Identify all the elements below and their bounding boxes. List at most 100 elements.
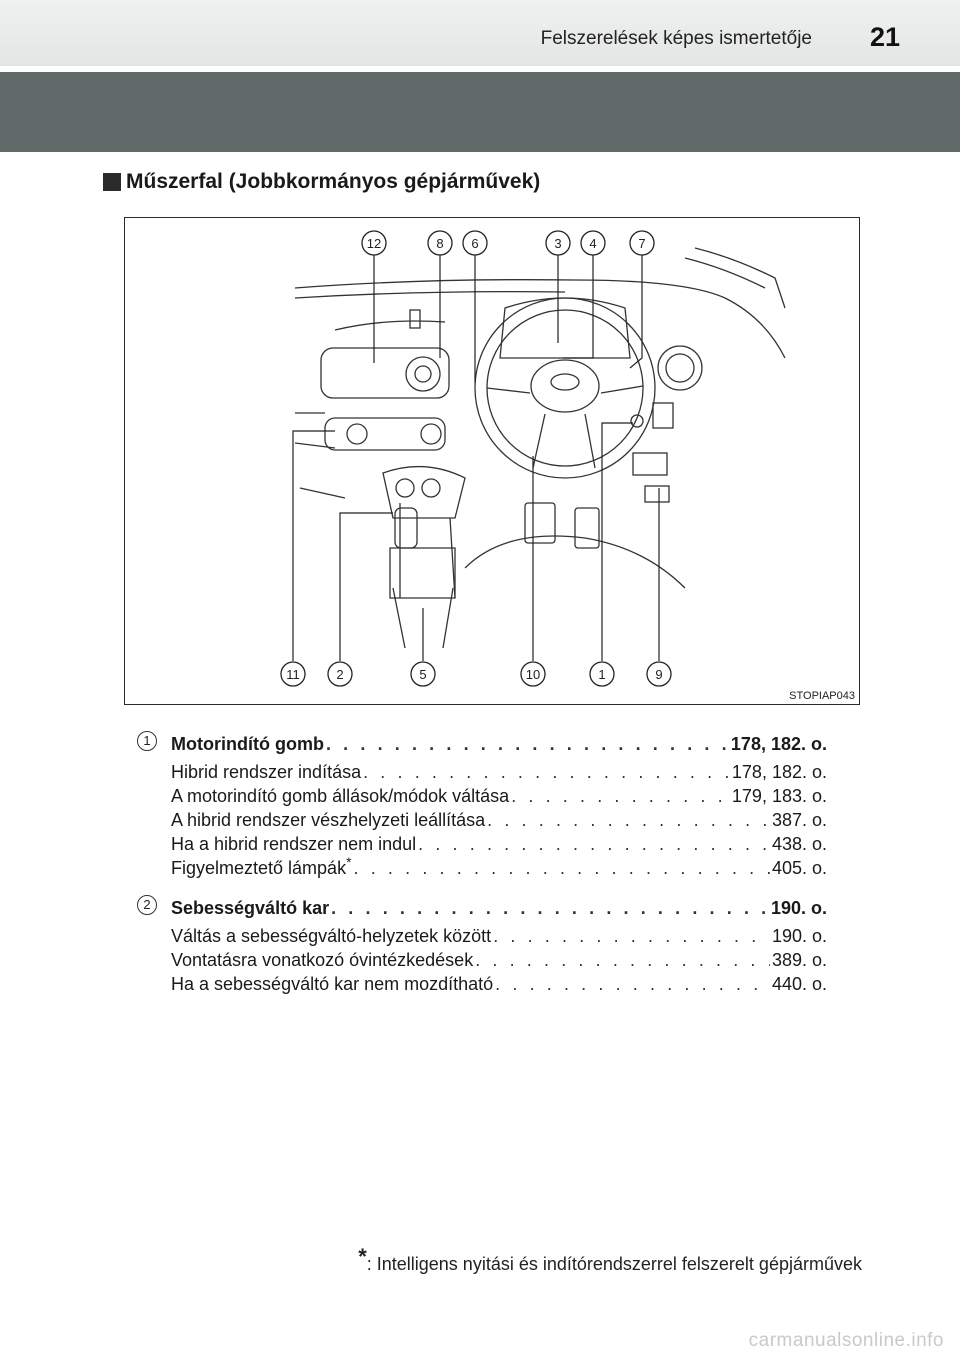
item-pages: 178, 182. o. <box>731 762 827 782</box>
callout-7: 7 <box>629 230 655 256</box>
item-pages: 438. o. <box>771 834 827 854</box>
entry-item: Vontatásra vonatkozó óvintézkedések . . … <box>171 949 827 971</box>
leader-dots: . . . . . . . . . . . . . . . . . . . . … <box>511 786 730 806</box>
footnote-text: : Intelligens nyitási és indítórendszerr… <box>366 1254 862 1274</box>
floor-contour <box>464 535 686 589</box>
leader-dots: . . . . . . . . . . . . . . . . . . . . … <box>363 762 730 782</box>
callout-1: 1 <box>589 661 615 687</box>
leader-dots: . . . . . . . . . . . . . . . . . . . . … <box>487 810 770 830</box>
entry-number: 2 <box>137 895 157 915</box>
page-number: 21 <box>869 22 900 52</box>
callout-4: 4 <box>580 230 606 256</box>
vent-line <box>334 320 446 331</box>
pillar-outline <box>694 247 786 309</box>
callout-9: 9 <box>646 661 672 687</box>
callout-label: 9 <box>655 667 662 682</box>
callout-label: 7 <box>638 236 645 251</box>
accelerator-pedal <box>574 507 600 549</box>
callout-11: 11 <box>280 661 306 687</box>
callout-3: 3 <box>545 230 571 256</box>
header-title: Felszerelések képes ismertetője <box>540 28 812 49</box>
brake-pedal <box>524 502 556 544</box>
callout-label: 11 <box>286 667 300 682</box>
shift-gate <box>389 547 456 599</box>
section-heading-text: Műszerfal (Jobbkormányos gépjárművek) <box>126 170 541 193</box>
item-text: Vontatásra vonatkozó óvintézkedések <box>171 950 474 970</box>
right-lower-switch <box>632 452 668 476</box>
section-band <box>0 72 960 152</box>
footnote-marker: * <box>358 1244 367 1269</box>
callout-label: 3 <box>554 236 561 251</box>
instrument-panel-figure: 12 8 6 3 4 7 11 2 5 10 1 9 STOPIAP043 <box>124 217 860 705</box>
heading-square-icon <box>103 173 121 191</box>
fuel-opener <box>644 485 670 503</box>
header-band <box>0 0 960 66</box>
entry-item: Ha a hibrid rendszer nem indul . . . . .… <box>171 833 827 855</box>
callout-label: 6 <box>471 236 478 251</box>
leader-dots: . . . . . . . . . . . . . . . . . . . . … <box>495 974 770 994</box>
entry-pages: 178, 182. o. <box>730 734 827 754</box>
item-pages: 179, 183. o. <box>731 786 827 806</box>
callout-label: 10 <box>526 667 540 682</box>
entry-number: 1 <box>137 731 157 751</box>
item-text: Figyelmeztető lámpák <box>171 858 347 878</box>
callout-12: 12 <box>361 230 387 256</box>
left-panel-lines <box>294 412 346 499</box>
leader-dots: . . . . . . . . . . . . . . . . . . . . … <box>418 834 770 854</box>
entry-item: Figyelmeztető lámpák* . . . . . . . . . … <box>171 854 827 879</box>
entry-title: Motorindító gomb <box>171 734 324 754</box>
figure-code: STOPIAP043 <box>789 690 855 702</box>
leader-dots: . . . . . . . . . . . . . . . . . . . . … <box>325 734 729 754</box>
item-text: Hibrid rendszer indítása <box>171 762 362 782</box>
entry-item: Ha a sebességváltó kar nem mozdítható . … <box>171 973 827 995</box>
entry-pages: 190. o. <box>770 898 827 918</box>
item-pages: 190. o. <box>771 926 827 946</box>
leader-dots: . . . . . . . . . . . . . . . . . . . . … <box>493 926 770 946</box>
callout-label: 8 <box>436 236 443 251</box>
entry-title-line: Motorindító gomb . . . . . . . . . . . .… <box>171 733 827 755</box>
callout-label: 4 <box>589 236 596 251</box>
item-text: A hibrid rendszer vészhelyzeti leállítás… <box>171 810 486 830</box>
steering-wheel-inner <box>486 309 644 467</box>
callout-2: 2 <box>327 661 353 687</box>
item-text: Váltás a sebességváltó-helyzetek között <box>171 926 492 946</box>
dash-top-inner <box>294 290 566 299</box>
callout-label: 5 <box>419 667 426 682</box>
engine-switch <box>630 414 644 428</box>
leader-dots: . . . . . . . . . . . . . . . . . . . . … <box>353 858 770 878</box>
dash-top-outline <box>294 279 786 359</box>
right-switch <box>652 402 674 429</box>
item-text: Ha a hibrid rendszer nem indul <box>171 834 417 854</box>
watermark: carmanualsonline.info <box>748 1330 944 1351</box>
windshield-edge <box>684 257 766 289</box>
item-pages: 440. o. <box>771 974 827 994</box>
shift-lever <box>394 507 418 549</box>
entry-title: Sebességváltó kar <box>171 898 330 918</box>
leader-dots: . . . . . . . . . . . . . . . . . . . . … <box>475 950 770 970</box>
instrument-cluster <box>499 297 631 359</box>
right-vent <box>657 345 703 391</box>
callout-5: 5 <box>410 661 436 687</box>
item-pages: 405. o. <box>771 858 827 878</box>
item-pages: 387. o. <box>771 810 827 830</box>
center-vent <box>409 309 421 329</box>
console-lower <box>392 587 454 649</box>
leader-dots: . . . . . . . . . . . . . . . . . . . . … <box>331 898 769 918</box>
callout-label: 2 <box>336 667 343 682</box>
section-heading: Műszerfal (Jobbkormányos gépjárművek) <box>103 170 540 194</box>
entry-item: A hibrid rendszer vészhelyzeti leállítás… <box>171 809 827 831</box>
item-text: Ha a sebességváltó kar nem mozdítható <box>171 974 494 994</box>
console-edges <box>399 503 456 599</box>
climate-control <box>324 417 446 451</box>
callout-label: 12 <box>367 236 381 251</box>
callout-label: 1 <box>598 667 605 682</box>
dashboard-illustration: 12 8 6 3 4 7 11 2 5 10 1 9 <box>280 230 786 687</box>
footnote-marker: * <box>346 854 352 870</box>
callout-8: 8 <box>427 230 453 256</box>
item-pages: 389. o. <box>771 950 827 970</box>
steering-hub <box>530 359 600 413</box>
entry-item: Váltás a sebességváltó-helyzetek között … <box>171 925 827 947</box>
entry-item: A motorindító gomb állások/módok váltása… <box>171 785 827 807</box>
callout-10: 10 <box>520 661 546 687</box>
item-text-with-note: Figyelmeztető lámpák* <box>171 854 352 879</box>
